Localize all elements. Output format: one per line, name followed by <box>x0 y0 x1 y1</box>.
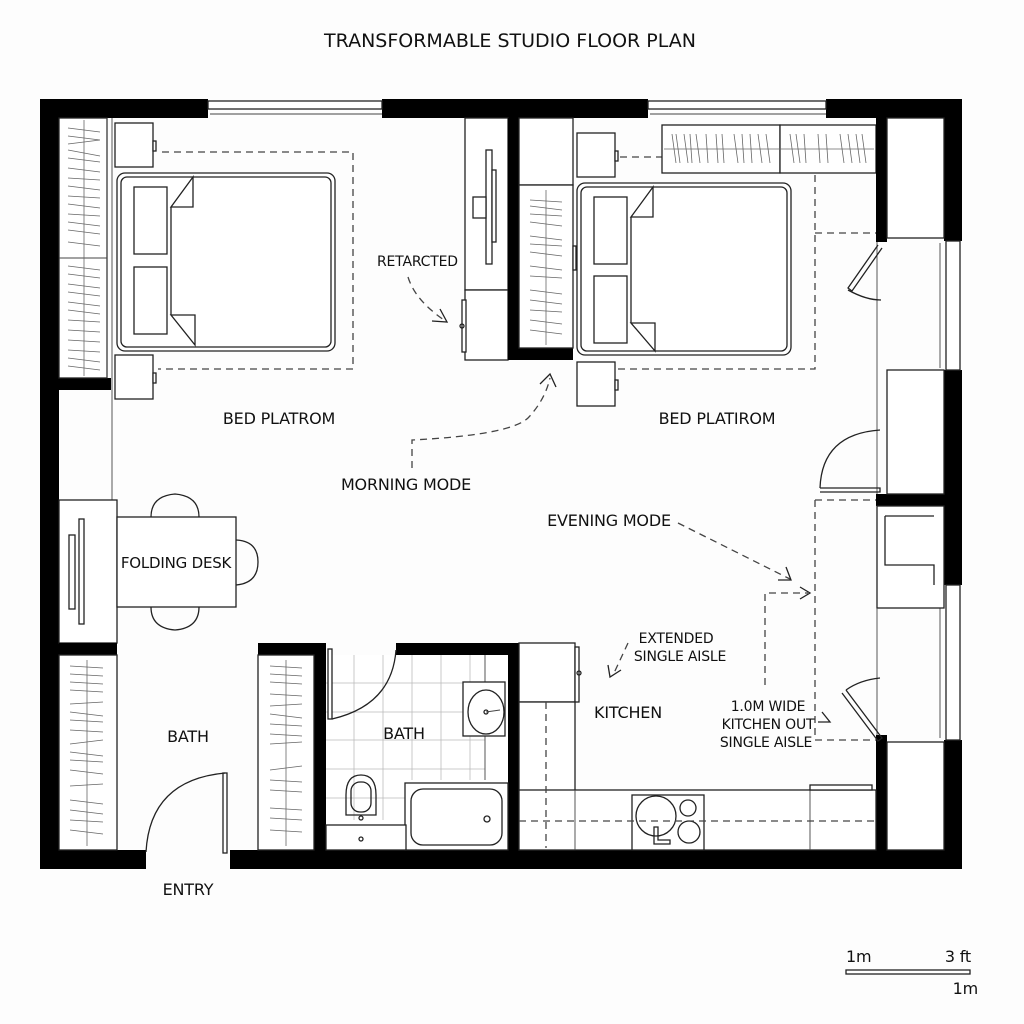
bed-platform-left-label: BED PLATROM <box>223 409 335 428</box>
kitchen-label: KITCHEN <box>594 703 662 722</box>
folding-desk-label: FOLDING DESK <box>121 554 233 572</box>
morning-mode-label: MORNING MODE <box>341 475 471 494</box>
center-partition-wall <box>508 118 573 360</box>
extended-label-line2: SINGLE AISLE <box>634 649 726 665</box>
left-bed <box>116 172 336 352</box>
entry-door <box>145 772 228 854</box>
lower-partitions <box>59 643 519 850</box>
left-wardrobe <box>58 117 111 390</box>
scale-bottom-label: 1m <box>953 979 978 998</box>
right-nightstands <box>576 132 619 407</box>
extended-label-line1: EXTENDED <box>639 631 714 647</box>
scale-bar: 1m 3 ft 1m <box>845 947 978 998</box>
right-bed-extent-dashed <box>618 156 876 370</box>
bath-label: BATH <box>383 724 425 743</box>
aisle-label-line3: SINGLE AISLE <box>720 735 812 751</box>
closet-area-label: BATH <box>167 727 209 746</box>
right-windows <box>939 240 961 741</box>
evening-mode-label: EVENING MODE <box>547 511 671 530</box>
right-closets <box>876 117 945 851</box>
plan-title: TRANSFORMABLE STUDIO FLOOR PLAN <box>323 30 696 52</box>
left-bed-extent-dashed <box>158 151 354 370</box>
left-nightstands <box>111 118 157 500</box>
center-wardrobe <box>518 117 577 349</box>
right-doors <box>819 244 883 742</box>
scale-right-label: 3 ft <box>945 947 971 966</box>
top-wardrobe <box>661 124 877 174</box>
retracted-label: RETARCTED <box>377 254 458 270</box>
annotation-arrows <box>407 276 876 741</box>
right-interior-walls <box>876 118 944 850</box>
kitchen <box>518 642 877 851</box>
folding-desk-unit: FOLDING DESK <box>58 493 259 644</box>
right-bed <box>576 182 792 356</box>
room-labels: RETARCTED BED PLATROM BED PLATIROM MORNI… <box>163 254 816 899</box>
lower-mid-wardrobe <box>257 654 315 851</box>
aisle-label-line2: KITCHEN OUT <box>722 717 815 733</box>
retracted-unit <box>459 117 509 361</box>
entry-label: ENTRY <box>163 880 214 899</box>
aisle-label-line1: 1.0M WIDE <box>731 699 806 715</box>
exterior-walls <box>40 99 962 869</box>
scale-left-label: 1m <box>846 947 871 966</box>
lower-left-wardrobe <box>58 654 118 851</box>
bathroom: BATH <box>325 648 509 851</box>
bed-platform-right-label: BED PLATIROM <box>659 409 776 428</box>
top-windows <box>207 100 827 115</box>
